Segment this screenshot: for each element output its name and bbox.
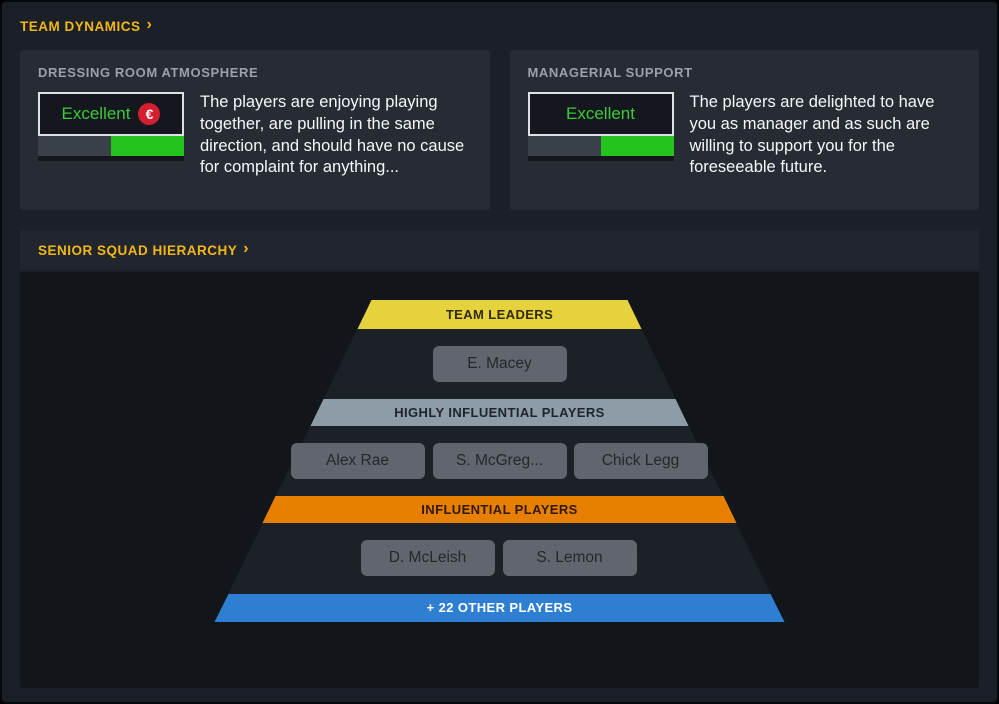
dressing-room-rating-fill (111, 136, 184, 156)
dressing-room-rating-widget: Excellent € (38, 92, 184, 179)
dressing-room-card: DRESSING ROOM ATMOSPHERE Excellent € The… (20, 50, 490, 210)
managerial-support-rating-label: Excellent (566, 104, 635, 123)
dressing-room-rating-box: Excellent € (38, 92, 184, 136)
managerial-support-rating-bar (527, 136, 674, 156)
player-pill[interactable]: S. McGreg... (432, 443, 567, 479)
dressing-room-description: The players are enjoying playing togethe… (200, 93, 465, 177)
hierarchy-section-title[interactable]: SENIOR SQUAD HIERARCHY (38, 242, 238, 258)
chevron-right-icon[interactable]: › (243, 240, 249, 257)
managerial-support-rating-fill (600, 136, 674, 156)
rating-bar-shadow (527, 156, 674, 161)
managerial-support-header: MANAGERIAL SUPPORT (527, 65, 693, 80)
summary-cards-row: DRESSING ROOM ATMOSPHERE Excellent € The… (20, 50, 979, 210)
dressing-room-rating-label: Excellent (61, 104, 131, 123)
hierarchy-panel: TEAM LEADERS HIGHLY INFLUENTIAL PLAYERS … (20, 272, 979, 688)
dressing-room-header: DRESSING ROOM ATMOSPHERE (38, 65, 259, 80)
tier-band-influential: INFLUENTIAL PLAYERS (262, 496, 737, 523)
dressing-room-rating-bar (38, 136, 184, 156)
managerial-support-rating-box: Excellent (527, 92, 674, 136)
player-pill[interactable]: D. McLeish (360, 540, 495, 576)
tier-band-team-leaders: TEAM LEADERS (357, 300, 642, 329)
page-title[interactable]: TEAM DYNAMICS (20, 18, 141, 34)
player-pill[interactable]: Alex Rae (290, 443, 425, 479)
rating-bar-shadow (38, 156, 184, 161)
managerial-support-card: MANAGERIAL SUPPORT Excellent The players… (509, 50, 979, 210)
chevron-right-icon[interactable]: › (146, 16, 152, 33)
club-badge-icon: € (138, 103, 161, 125)
squad-hierarchy-pyramid: TEAM LEADERS HIGHLY INFLUENTIAL PLAYERS … (200, 300, 800, 622)
senior-squad-hierarchy-header[interactable]: SENIOR SQUAD HIERARCHY › (20, 230, 979, 270)
managerial-support-rating-widget: Excellent (527, 92, 674, 179)
tier-band-highly-influential: HIGHLY INFLUENTIAL PLAYERS (310, 399, 689, 426)
tier-band-other-players[interactable]: + 22 OTHER PLAYERS (214, 594, 785, 622)
player-pill[interactable]: Chick Legg (573, 443, 708, 479)
player-pill[interactable]: S. Lemon (502, 540, 637, 576)
player-pill[interactable]: E. Macey (432, 346, 567, 382)
page-header-bar: TEAM DYNAMICS › (2, 2, 997, 50)
managerial-support-description: The players are delighted to have you as… (689, 93, 935, 177)
